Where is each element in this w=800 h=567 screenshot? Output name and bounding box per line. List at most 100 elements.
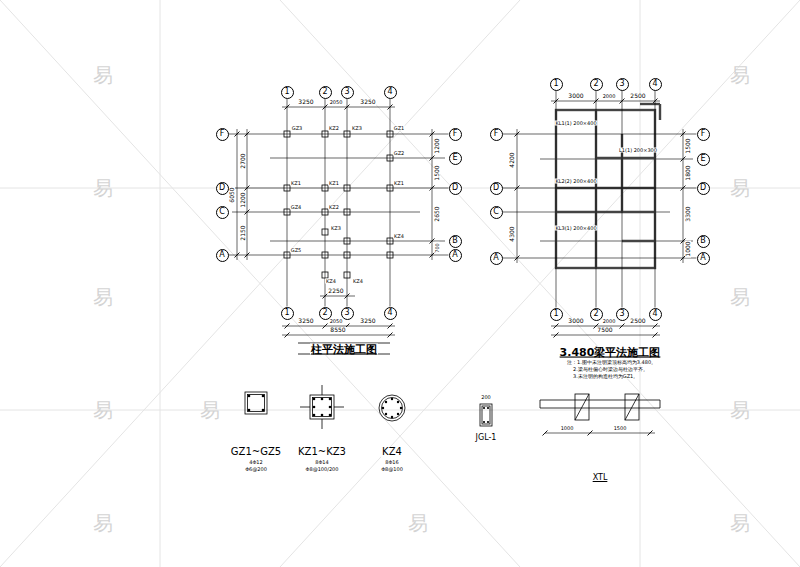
axis-bubble: 4 bbox=[649, 78, 662, 91]
column-label: KZ3 bbox=[330, 226, 342, 231]
axis-bubble: F bbox=[216, 128, 229, 141]
watermark: 易 bbox=[92, 65, 114, 85]
axis-number: F bbox=[453, 130, 458, 138]
dimension: 1200 bbox=[240, 191, 246, 208]
axis-line-stroke bbox=[655, 91, 656, 308]
dimension: 3000 bbox=[567, 93, 584, 99]
detail-title: KZ1~KZ3 bbox=[297, 447, 347, 457]
column-label: KZ4 bbox=[352, 279, 364, 284]
axis-bubble: A bbox=[216, 249, 229, 262]
watermark: 易 bbox=[729, 178, 751, 198]
axis-line bbox=[622, 91, 623, 308]
axis-bubble: 1 bbox=[550, 308, 563, 321]
watermark: 易 bbox=[729, 513, 751, 533]
rebar-dots bbox=[248, 395, 489, 423]
axis-line-stroke bbox=[229, 188, 449, 189]
axis-line-stroke bbox=[229, 255, 449, 256]
axis-line-stroke bbox=[503, 134, 697, 135]
rebar-note: 8Φ14 bbox=[314, 460, 329, 465]
axis-number: F bbox=[494, 130, 499, 138]
axis-stub bbox=[232, 212, 420, 213]
axis-line bbox=[325, 99, 326, 307]
dimension: 4300 bbox=[509, 225, 515, 242]
column-symbols bbox=[232, 131, 693, 278]
axis-number: 2 bbox=[322, 309, 327, 317]
axis-number: A bbox=[493, 254, 498, 262]
watermark: 易 bbox=[407, 513, 429, 533]
axis-stub bbox=[270, 241, 445, 242]
rebar-note: Φ6@200 bbox=[244, 467, 268, 472]
axis-line-stroke bbox=[503, 188, 697, 189]
column-label: GZ4 bbox=[290, 205, 302, 210]
dimension: 3250 bbox=[359, 318, 376, 324]
note-text: 注：1.图中未注明梁顶标高均为3.480。 bbox=[566, 360, 657, 365]
column-label: KZ4 bbox=[325, 279, 337, 284]
column-label: KZ1 bbox=[328, 181, 340, 186]
dimension: 7500 bbox=[596, 327, 613, 333]
axis-bubble: 2 bbox=[319, 86, 332, 99]
axis-number: E bbox=[700, 155, 705, 163]
axis-line-stroke bbox=[325, 99, 326, 307]
dimension-tick bbox=[653, 324, 658, 329]
column-label: GZ3 bbox=[291, 126, 303, 131]
watermark: 易 bbox=[92, 178, 114, 198]
column-label: KZ3 bbox=[351, 126, 363, 131]
dimension-tick bbox=[554, 324, 559, 329]
axis-bubble: 3 bbox=[341, 86, 354, 99]
axis-number: 2 bbox=[322, 88, 327, 96]
axis-bubble: E bbox=[449, 152, 462, 165]
dimension: 2500 bbox=[629, 318, 646, 324]
axis-number: 2 bbox=[593, 310, 598, 318]
axis-number: 2 bbox=[593, 80, 598, 88]
axis-number: 4 bbox=[652, 310, 657, 318]
axis-bubble: 3 bbox=[341, 307, 354, 320]
column-label: KZ1 bbox=[393, 181, 405, 186]
axis-bubble: 2 bbox=[590, 308, 603, 321]
axis-number: B bbox=[452, 237, 458, 245]
axis-bubble: B bbox=[697, 235, 710, 248]
column-label: GZ2 bbox=[393, 151, 405, 156]
axis-number: 1 bbox=[553, 80, 558, 88]
axis-number: 3 bbox=[619, 80, 624, 88]
axis-line bbox=[390, 99, 391, 307]
watermark: 易 bbox=[729, 287, 751, 307]
axis-number: 1 bbox=[284, 309, 289, 317]
axis-number: B bbox=[700, 237, 706, 245]
dimension: 2500 bbox=[629, 93, 646, 99]
axis-number: 3 bbox=[619, 310, 624, 318]
column-label: KZ2 bbox=[328, 126, 340, 131]
axis-number: 1 bbox=[284, 88, 289, 96]
axis-number: F bbox=[701, 130, 706, 138]
beam-label: KL2(2) 200×400 bbox=[554, 179, 597, 184]
axis-line bbox=[287, 99, 288, 307]
dimension: 1000 bbox=[685, 240, 691, 257]
axis-bubble: D bbox=[449, 182, 462, 195]
dimension: 8550 bbox=[329, 327, 346, 333]
axis-number: A bbox=[219, 251, 224, 259]
dimension-tick bbox=[554, 333, 559, 338]
axis-stub bbox=[540, 241, 693, 242]
axis-number: D bbox=[219, 184, 225, 192]
axis-line bbox=[655, 91, 656, 308]
column-label: KZ1 bbox=[290, 181, 302, 186]
axis-number: D bbox=[700, 184, 706, 192]
dimension: 1200 bbox=[434, 137, 440, 154]
dimension-ticks bbox=[235, 99, 686, 436]
axis-stub bbox=[503, 212, 670, 213]
axis-bubble: 3 bbox=[616, 78, 629, 91]
dimension: 1500 bbox=[685, 137, 691, 154]
axis-bubble: 2 bbox=[590, 78, 603, 91]
column-label: GZ5 bbox=[290, 248, 302, 253]
dimension-tick bbox=[653, 333, 658, 338]
dimension: 3250 bbox=[297, 99, 314, 105]
axis-number: E bbox=[452, 154, 457, 162]
dimension-lines bbox=[237, 101, 683, 433]
axis-stub bbox=[270, 158, 445, 159]
dimension-tick bbox=[323, 324, 328, 329]
axis-line bbox=[229, 134, 449, 135]
axis-line-stroke bbox=[229, 134, 449, 135]
axis-number: F bbox=[220, 130, 225, 138]
